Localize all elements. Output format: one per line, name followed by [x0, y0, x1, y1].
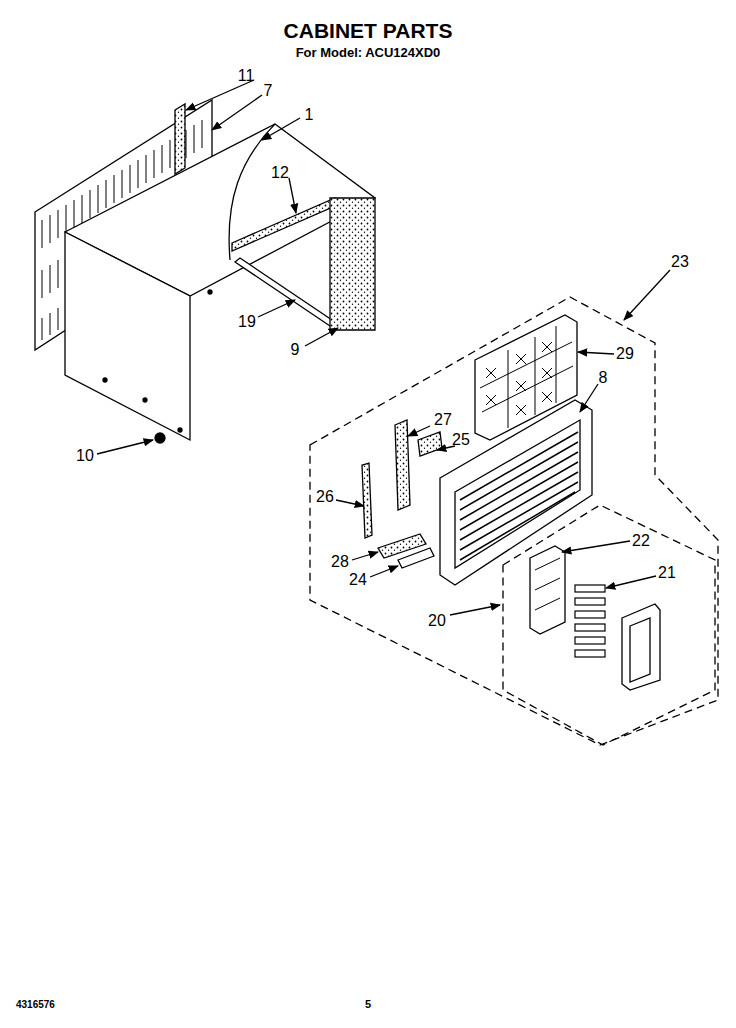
callout-number: 20 — [428, 612, 446, 630]
callout-number: 22 — [632, 532, 650, 550]
callout-number: 24 — [349, 571, 367, 589]
callout-number: 1 — [305, 106, 314, 124]
callout-number: 29 — [616, 345, 634, 363]
document-number: 4316576 — [16, 999, 55, 1010]
callout-number: 11 — [238, 67, 255, 85]
callout-number: 28 — [331, 553, 349, 571]
callout-number: 9 — [291, 341, 300, 359]
diagram-title: CABINET PARTS — [284, 19, 453, 42]
callout-number: 12 — [271, 164, 289, 182]
callout-number: 21 — [658, 564, 676, 582]
callout-number: 23 — [671, 253, 689, 271]
model-line: For Model: ACU124XD0 — [296, 46, 441, 60]
callout-number: 10 — [76, 447, 94, 465]
page-number: 5 — [365, 998, 371, 1010]
callout-number: 19 — [238, 313, 256, 331]
callout-number: 8 — [599, 369, 608, 387]
callout-number: 25 — [452, 431, 470, 449]
callout-number: 7 — [264, 82, 273, 100]
callout-number: 27 — [434, 411, 452, 429]
callout-number: 26 — [316, 488, 334, 506]
